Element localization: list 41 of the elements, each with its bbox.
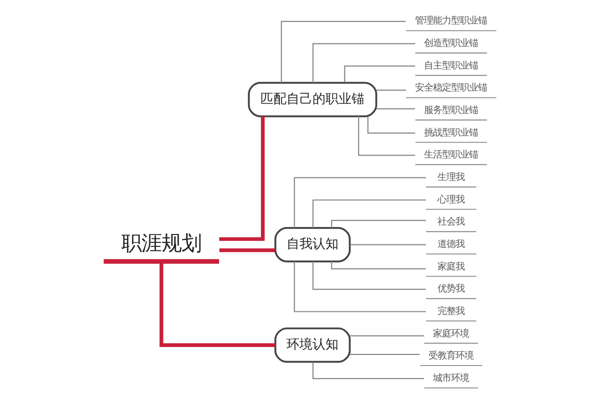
node-box: 匹配自己的职业锚 xyxy=(248,82,378,118)
connector xyxy=(219,116,265,241)
node-text: 道德我 xyxy=(438,238,465,250)
connector xyxy=(312,362,424,380)
connector xyxy=(350,244,426,246)
connector xyxy=(294,262,426,312)
node-text: 社会我 xyxy=(438,216,465,228)
node-text: 家庭我 xyxy=(438,261,465,272)
connector xyxy=(344,65,416,82)
connector xyxy=(312,199,426,228)
connector xyxy=(331,220,426,228)
connector xyxy=(280,20,406,83)
node-text: 家庭环境 xyxy=(433,328,470,340)
node-text: 城市环境 xyxy=(433,372,470,384)
node-text: 完整我 xyxy=(438,306,465,317)
node-text: 挑战型职业锚 xyxy=(424,127,478,138)
node-text: 创造型职业锚 xyxy=(424,38,478,50)
connector xyxy=(331,261,426,270)
connector xyxy=(358,116,416,156)
node-text: 管理能力型职业锚 xyxy=(415,16,488,27)
connector xyxy=(312,262,426,290)
connector xyxy=(376,90,406,91)
node-text: 优势我 xyxy=(438,284,465,295)
connector xyxy=(367,116,416,134)
connector xyxy=(160,262,276,347)
node-box: 环境认知 xyxy=(274,327,351,363)
node-text: 生活型职业锚 xyxy=(424,150,478,161)
connector xyxy=(312,43,416,83)
node-text: 受教育环境 xyxy=(428,350,474,362)
node-text: 安全稳定型职业锚 xyxy=(415,82,488,94)
connector xyxy=(294,177,426,228)
connector xyxy=(376,108,415,110)
node-text: 职涯规划 xyxy=(121,230,202,255)
connector xyxy=(350,335,424,336)
node-text: 服务型职业锚 xyxy=(424,105,478,116)
node-text: 心理我 xyxy=(438,194,465,206)
connector xyxy=(350,354,420,355)
connector xyxy=(219,248,275,252)
node-text: 生理我 xyxy=(438,172,465,183)
node-text: 自主型职业锚 xyxy=(424,60,478,72)
node-box: 自我认知 xyxy=(274,226,351,262)
